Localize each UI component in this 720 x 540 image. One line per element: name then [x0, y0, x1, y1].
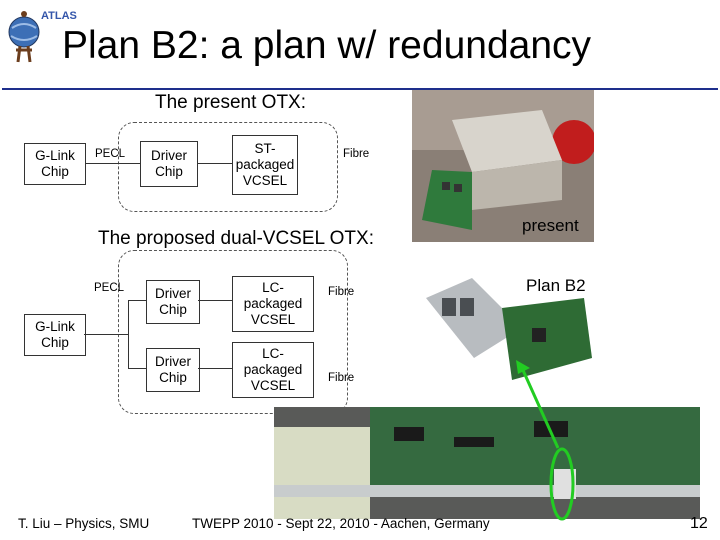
- planb2-caption: Plan B2: [526, 276, 586, 295]
- connector: [128, 300, 146, 301]
- glink-chip-box: G-Link Chip: [24, 143, 86, 185]
- connector: [128, 368, 146, 369]
- planb2-otx-photo: Plan B2: [412, 268, 594, 390]
- present-otx-outline: [118, 122, 338, 212]
- title-rule: [2, 88, 718, 90]
- connector: [198, 300, 232, 301]
- connector: [84, 163, 140, 164]
- board-photo: [274, 407, 700, 519]
- connector: [196, 163, 232, 164]
- logo-text: ATLAS: [41, 10, 77, 22]
- atlas-logo: ATLAS: [4, 6, 77, 66]
- present-caption: present: [522, 216, 579, 235]
- pecl-label: PECL: [94, 282, 125, 294]
- connector: [198, 368, 232, 369]
- slide-title: Plan B2: a plan w/ redundancy: [62, 24, 592, 67]
- glink-chip-box: G-Link Chip: [24, 314, 86, 356]
- driver-chip-box-2: Driver Chip: [146, 348, 200, 392]
- page-number: 12: [690, 515, 708, 532]
- proposed-heading: The proposed dual-VCSEL OTX:: [98, 228, 374, 249]
- proposed-otx-outline: [118, 250, 348, 414]
- pecl-label: PECL: [95, 148, 126, 160]
- driver-chip-box: Driver Chip: [140, 141, 198, 187]
- fibre-label-1: Fibre: [328, 286, 355, 298]
- present-heading: The present OTX:: [155, 92, 307, 113]
- driver-chip-box-1: Driver Chip: [146, 280, 200, 324]
- highlight-arrow: [516, 360, 575, 521]
- st-vcsel-box: ST-packaged VCSEL: [232, 135, 298, 195]
- footer-author: T. Liu – Physics, SMU: [18, 516, 150, 531]
- lc-vcsel-box-1: LC-packaged VCSEL: [232, 276, 314, 332]
- connector: [84, 334, 128, 335]
- present-otx-photo: present: [412, 90, 594, 242]
- footer-event: TWEPP 2010 - Sept 22, 2010 - Aachen, Ger…: [192, 516, 490, 531]
- lc-vcsel-box-2: LC-packaged VCSEL: [232, 342, 314, 398]
- connector: [128, 300, 129, 368]
- fibre-label: Fibre: [343, 148, 370, 160]
- fibre-label-2: Fibre: [328, 372, 355, 384]
